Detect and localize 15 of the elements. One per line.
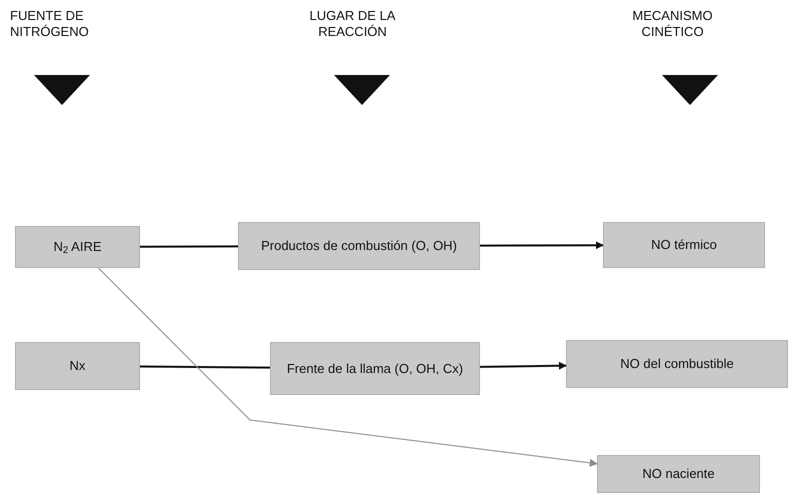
process-box: NO naciente <box>597 455 760 493</box>
column-heading: LUGAR DE LA REACCIÓN <box>308 8 396 40</box>
arrow <box>480 241 604 250</box>
arrow <box>98 268 598 467</box>
column-heading: MECANISMO CINÉTICO <box>631 8 714 40</box>
column-heading: FUENTE DE NITRÓGENO <box>10 8 90 40</box>
arrow <box>480 362 567 370</box>
process-box: NO térmico <box>603 222 765 268</box>
process-box: Nx <box>15 342 140 390</box>
process-box: N$_{2}$ AIRE <box>15 226 140 268</box>
process-box: Frente de la llama (O, OH, Cx) <box>270 342 480 395</box>
connector-line <box>140 366 270 369</box>
connector-line <box>140 245 238 248</box>
process-box: Productos de combustión (O, OH) <box>238 222 480 270</box>
process-box: NO del combustible <box>566 340 788 388</box>
